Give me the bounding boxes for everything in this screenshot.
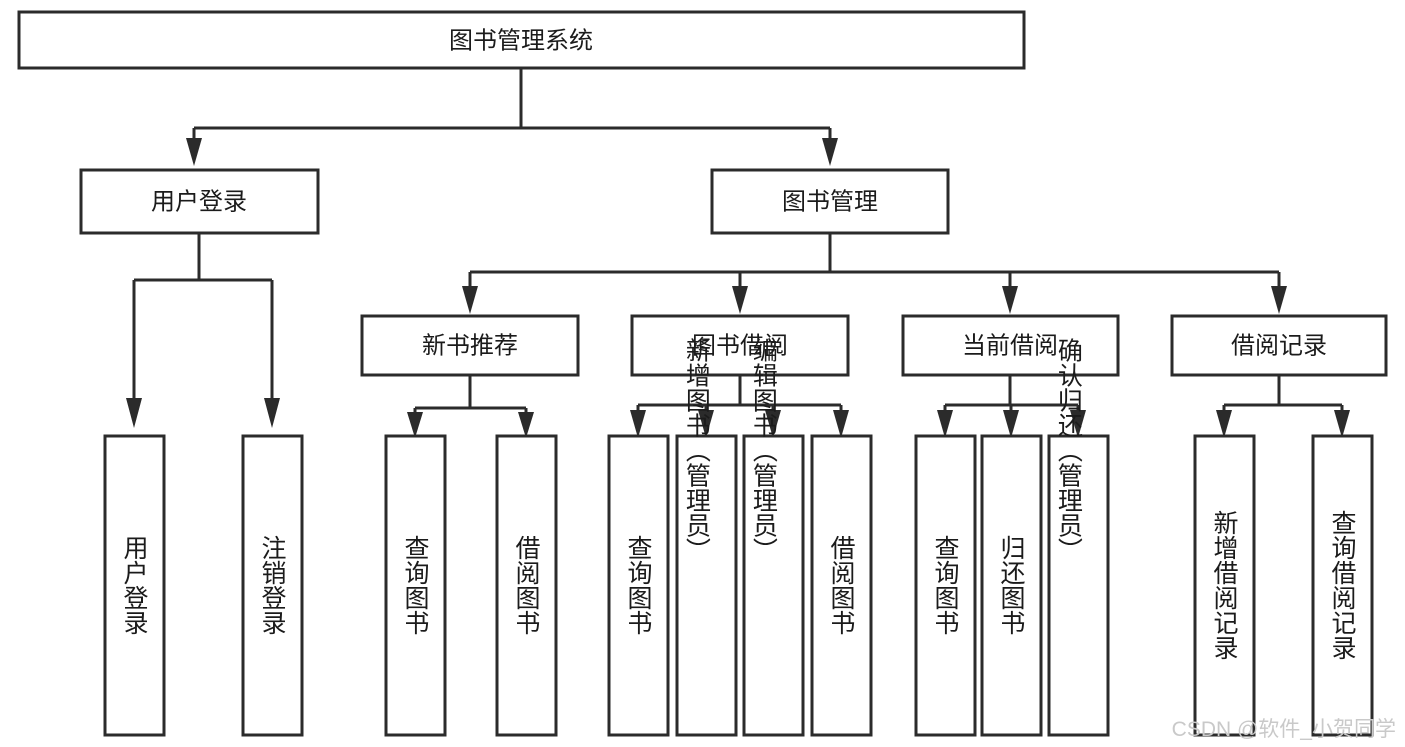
node-book-management[interactable]: 图书管理: [710, 168, 950, 235]
leaf-query-book-3[interactable]: 查询图书: [914, 434, 977, 737]
watermark: CSDN @软件_小贺同学: [1172, 718, 1396, 741]
leaf-logout-label: 注销登录: [258, 535, 287, 635]
leaf-add-book[interactable]: 新增图书（管理员）: [675, 338, 738, 737]
arrow-head-icon: [1216, 410, 1232, 438]
leaf-query-record-label: 查询借阅记录: [1328, 510, 1357, 660]
connector-root-to-level2: [186, 68, 838, 166]
leaf-borrow-book-2-label: 借阅图书: [827, 535, 856, 635]
arrow-head-icon: [630, 410, 646, 438]
arrow-head-icon: [765, 410, 781, 438]
leaf-confirm-return[interactable]: 确认归还（管理员）: [1047, 338, 1110, 737]
node-root-label: 图书管理系统: [449, 27, 593, 54]
connector-new-book-recommend-to-leaves: [407, 375, 534, 438]
connector-user-login-to-leaves: [126, 233, 280, 428]
leaf-edit-book[interactable]: 编辑图书（管理员）: [742, 338, 805, 737]
arrow-head-icon: [264, 398, 280, 428]
leaf-logout[interactable]: 注销登录: [241, 434, 304, 737]
node-current-borrow-label: 当前借阅: [962, 332, 1058, 359]
arrow-head-icon: [833, 410, 849, 438]
node-user-login[interactable]: 用户登录: [79, 168, 320, 235]
arrow-head-icon: [1334, 410, 1350, 438]
leaf-return-book[interactable]: 归还图书: [980, 434, 1043, 737]
leaf-user-login[interactable]: 用户登录: [103, 434, 166, 737]
leaf-borrow-book-1[interactable]: 借阅图书: [495, 434, 558, 737]
node-borrow-record-label: 借阅记录: [1231, 332, 1327, 359]
leaf-query-record[interactable]: 查询借阅记录: [1311, 434, 1374, 737]
leaf-query-book-2-label: 查询图书: [624, 535, 653, 635]
leaf-return-book-label: 归还图书: [997, 535, 1026, 635]
connector-book-borrow-to-leaves: [630, 375, 849, 438]
arrow-head-icon: [186, 138, 202, 166]
arrow-head-icon: [1003, 410, 1019, 438]
arrow-head-icon: [1070, 410, 1086, 438]
node-book-borrow-label: 图书借阅: [692, 332, 788, 359]
leaf-add-book-label: 新增图书（管理员）: [682, 338, 711, 563]
arrow-head-icon: [462, 286, 478, 314]
connector-current-borrow-to-leaves: [937, 375, 1086, 438]
node-book-borrow[interactable]: 图书借阅: [630, 314, 850, 377]
node-new-book-recommend[interactable]: 新书推荐: [360, 314, 580, 377]
leaf-borrow-book-2[interactable]: 借阅图书: [810, 434, 873, 737]
arrow-head-icon: [698, 410, 714, 438]
node-user-login-label: 用户登录: [151, 188, 247, 215]
leaf-query-book-2[interactable]: 查询图书: [607, 434, 670, 737]
node-current-borrow[interactable]: 当前借阅: [901, 314, 1120, 377]
leaf-query-book-3-label: 查询图书: [931, 535, 960, 635]
arrow-head-icon: [1002, 286, 1018, 314]
node-root[interactable]: 图书管理系统: [17, 10, 1026, 70]
node-new-book-recommend-label: 新书推荐: [422, 332, 518, 359]
node-book-management-label: 图书管理: [782, 188, 878, 215]
arrow-head-icon: [822, 138, 838, 166]
leaf-borrow-book-1-label: 借阅图书: [512, 535, 541, 635]
arrow-head-icon: [126, 398, 142, 428]
arrow-head-icon: [1271, 286, 1287, 314]
arrow-head-icon: [937, 410, 953, 438]
leaf-add-record-label: 新增借阅记录: [1210, 510, 1239, 660]
arrow-head-icon: [732, 286, 748, 314]
connector-book-management-to-level3: [462, 233, 1287, 314]
leaf-add-record[interactable]: 新增借阅记录: [1193, 434, 1256, 737]
leaf-user-login-label: 用户登录: [120, 535, 149, 635]
leaf-query-book-1-label: 查询图书: [401, 535, 430, 635]
leaf-edit-book-label: 编辑图书（管理员）: [749, 338, 778, 563]
leaf-query-book-1[interactable]: 查询图书: [384, 434, 447, 737]
node-borrow-record[interactable]: 借阅记录: [1170, 314, 1388, 377]
leaf-confirm-return-label: 确认归还（管理员）: [1054, 338, 1083, 563]
connector-borrow-record-to-leaves: [1216, 375, 1350, 438]
arrow-head-icon: [407, 412, 423, 438]
arrow-head-icon: [518, 412, 534, 438]
